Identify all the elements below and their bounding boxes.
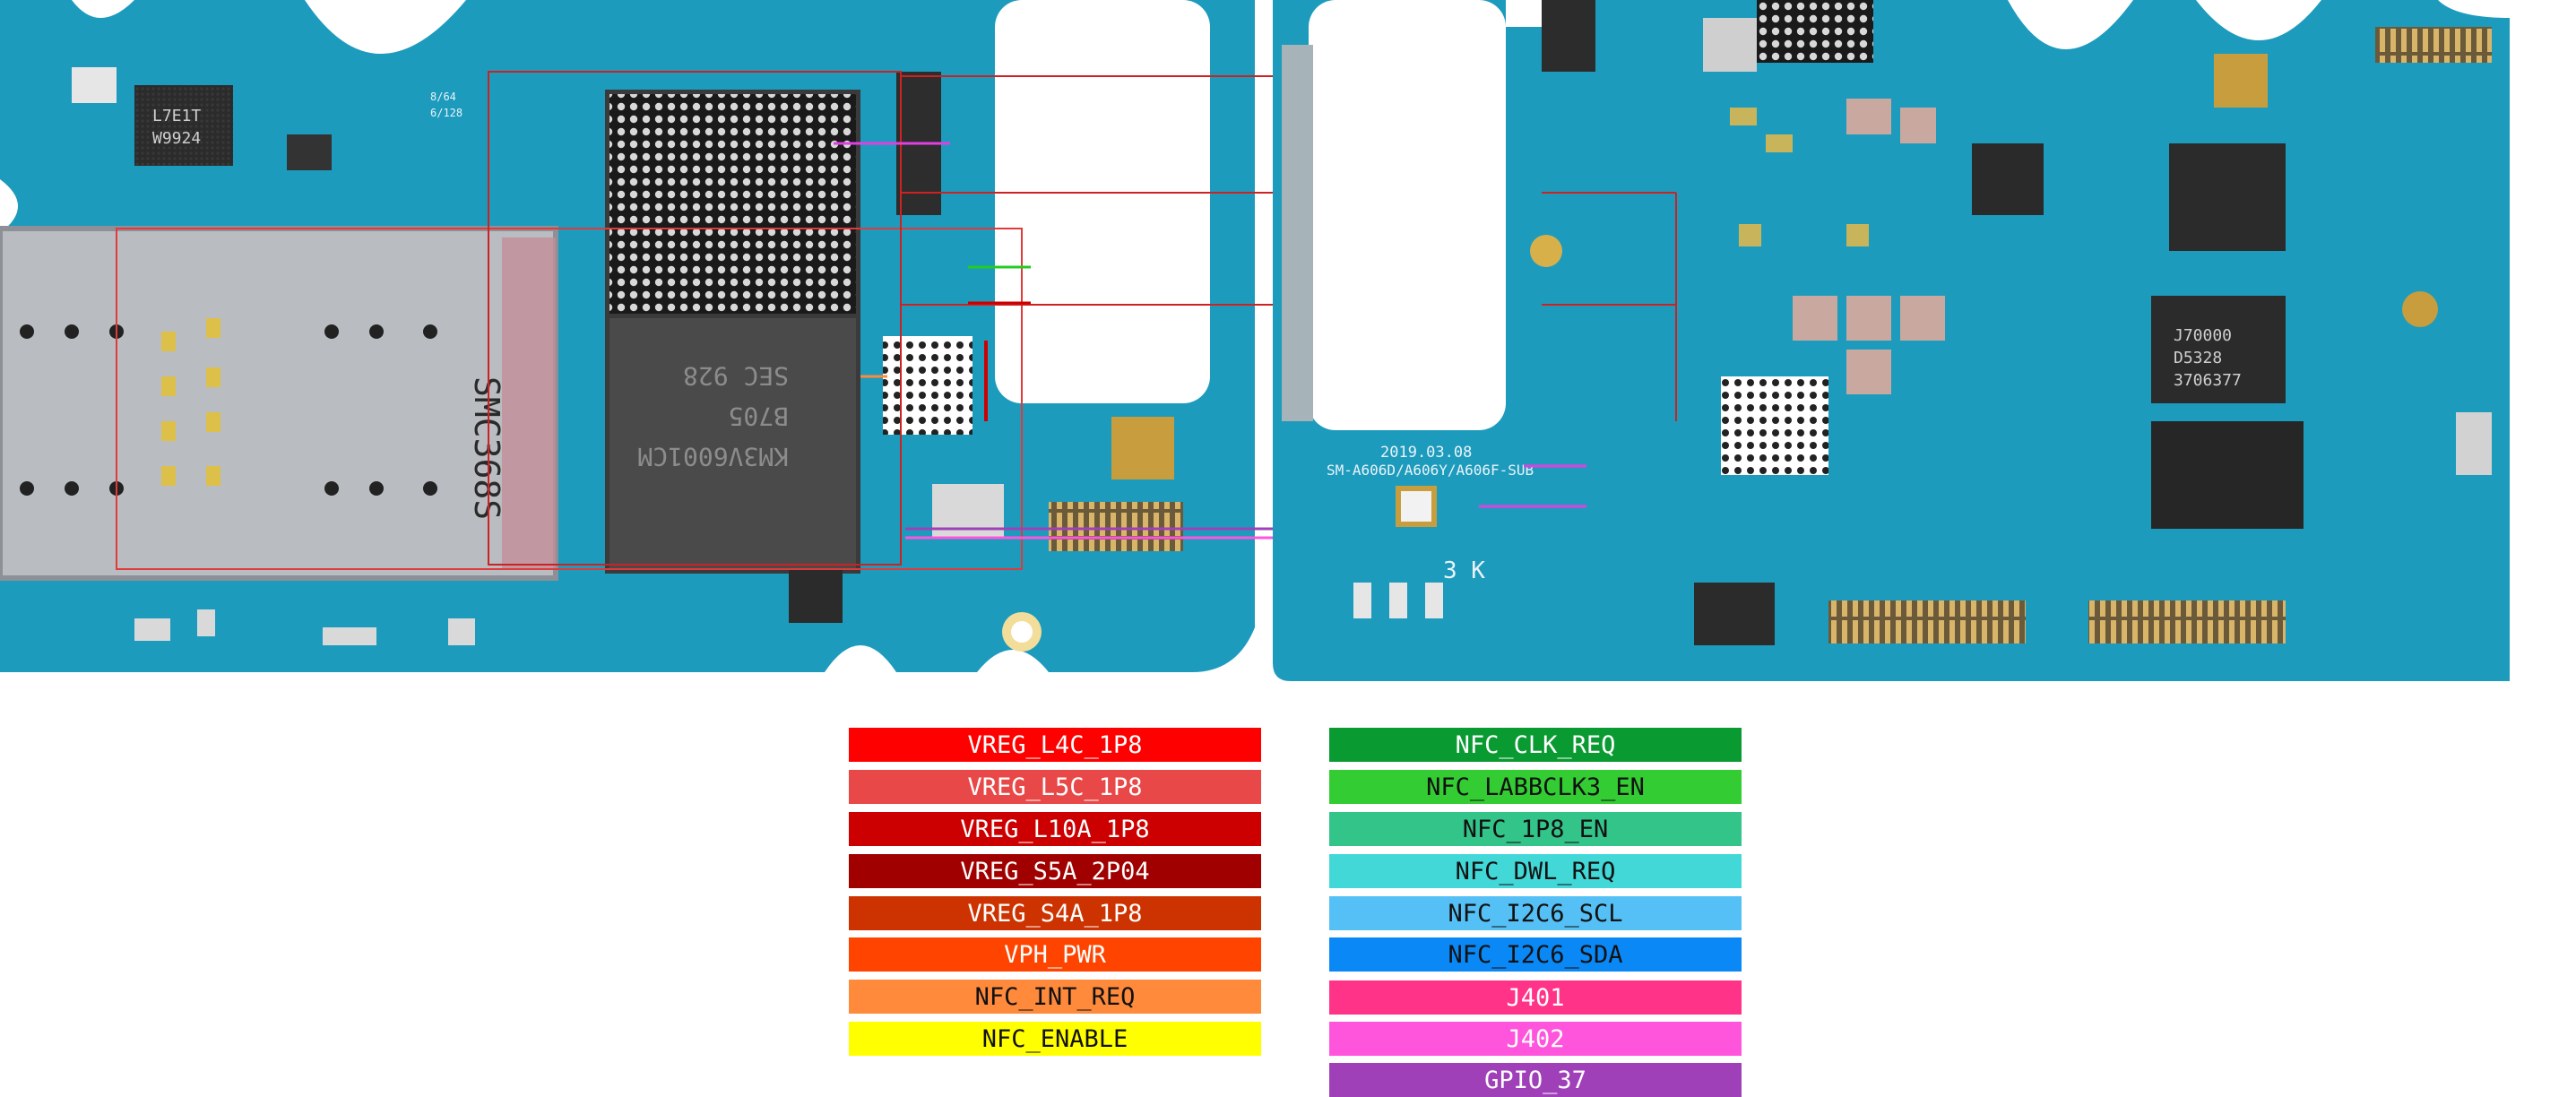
board-model: SM-A606D/A606Y/A606F-SUB [1327, 462, 1534, 479]
legend-item-nfc-clk-req: NFC_CLK_REQ [1329, 728, 1742, 762]
emcp-line3: SEC 928 [683, 361, 789, 391]
chip-1-text: J70000 [2174, 326, 2232, 345]
legend-item-vreg-l5c-1p8: VREG_L5C_1P8 [849, 770, 1261, 804]
chip-3-text: 3706377 [2174, 371, 2242, 390]
legend-item-nfc-labbclk3-en: NFC_LABBCLK3_EN [1329, 770, 1742, 804]
legend-item-j401: J401 [1329, 980, 1742, 1015]
legend-item-vreg-l4c-1p8: VREG_L4C_1P8 [849, 728, 1261, 762]
legend-item-nfc-i2c6-sda: NFC_I2C6_SDA [1329, 937, 1742, 972]
legend-item-vph-pwr: VPH_PWR [849, 937, 1261, 972]
legend-item-nfc-1p8-en: NFC_1P8_EN [1329, 812, 1742, 846]
chip-w9924-text: W9924 [152, 129, 201, 148]
legend-item-vreg-s5a-2p04: VREG_S5A_2P04 [849, 854, 1261, 888]
legend-right: NFC_CLK_REQ NFC_LABBCLK3_EN NFC_1P8_EN NFC_… [1329, 728, 1742, 1097]
chip-l7e1t-text: L7E1T [152, 107, 201, 125]
label-8-64: 8/64 [430, 91, 456, 103]
legend-item-nfc-int-req: NFC_INT_REQ [849, 980, 1261, 1014]
legend-item-vreg-s4a-1p8: VREG_S4A_1P8 [849, 896, 1261, 930]
legend-item-j402: J402 [1329, 1022, 1742, 1056]
left-board: L7E1T W9924 8/64 6/128 SMC368S KM3V6001C… [0, 0, 1542, 672]
pcb-board-image: L7E1T W9924 8/64 6/128 SMC368S KM3V6001C… [0, 0, 2510, 681]
label-6-128: 6/128 [430, 107, 462, 119]
sim-marking: SMC368S [467, 376, 506, 520]
emcp-line1: KM3V6001CM [637, 442, 789, 471]
legend-item-nfc-i2c6-scl: NFC_I2C6_SCL [1329, 896, 1742, 930]
legend-item-nfc-dwl-req: NFC_DWL_REQ [1329, 854, 1742, 888]
legend-item-vreg-l10a-1p8: VREG_L10A_1P8 [849, 812, 1261, 846]
emcp-line2: B705 [729, 402, 789, 431]
right-board: J70000 D5328 3706377 2019.03.08 SM-A606D… [1273, 0, 2510, 681]
legend-item-nfc-enable: NFC_ENABLE [849, 1022, 1261, 1056]
chip-2-text: D5328 [2174, 349, 2222, 367]
label-3k: 3 K [1443, 557, 1485, 584]
board-date: 2019.03.08 [1380, 444, 1472, 462]
legend-item-gpio-37: GPIO_37 [1329, 1063, 1742, 1097]
